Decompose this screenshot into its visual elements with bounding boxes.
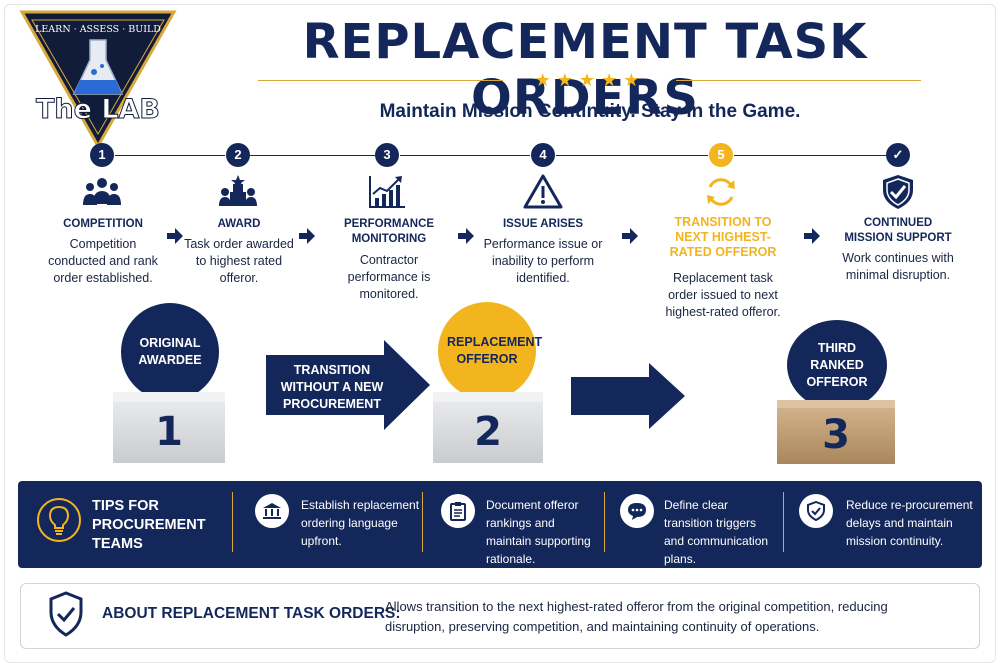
chat-icon [620,494,654,528]
step-description: Work continues with minimal disruption. [842,251,954,282]
badge-label: THIRD RANKED OFFEROR [806,340,868,389]
logo-tagline: LEARN · ASSESS · BUILD [35,24,161,35]
chart-icon [369,176,405,208]
tip-text: Reduce re-procurement delays and maintai… [846,498,973,548]
step-number: 4 [531,143,555,167]
step-number: 1 [90,143,114,167]
badge-label: ORIGINAL AWARDEE [138,336,202,367]
podium-rank: 3 [822,412,850,458]
page-frame [4,4,996,663]
step-title: PERFORMANCE MONITORING [343,218,435,245]
badge-label: REPLACEMENT OFFEROR [447,335,543,366]
warning-icon [523,174,563,209]
step-description: Performance issue or inability to perfor… [483,237,603,285]
about-panel [20,583,980,649]
building-icon [255,494,289,528]
shield-check-icon [883,175,913,209]
step-title: ISSUE ARISES [502,218,584,230]
timeline-connector [250,155,375,156]
about-title: ABOUT REPLACEMENT TASK ORDERS: [102,605,401,622]
step-number: 5 [709,143,733,167]
arrow-right-icon [299,228,315,244]
podium-rank: 2 [474,408,502,455]
step-description: Competition conducted and rank order est… [48,237,158,285]
shield-check-icon [49,591,83,637]
tip-text: Establish replacement ordering language … [301,498,420,548]
title-rule-right [676,80,921,81]
clipboard-icon [441,494,475,528]
original-awardee-badge: ORIGINAL AWARDEE [121,303,219,401]
tips-divider [232,492,233,552]
arrow-right-icon [622,228,638,244]
timeline-connector [400,155,530,156]
tips-title: TIPS FOR PROCUREMENT TEAMS [92,498,206,552]
podium-second: 2 [433,392,543,463]
third-ranked-badge: THIRD RANKED OFFEROR [787,320,887,410]
transition-label: TRANSITION WITHOUT A NEW PROCUREMENT [280,363,384,411]
title-rule-left [258,80,503,81]
next-arrow [571,363,685,429]
arrow-right-icon [458,228,474,244]
tip-text: Define clear transition triggers and com… [664,498,769,566]
transition-arrow [266,340,430,430]
step-check-icon: ✓ [886,143,910,167]
step-description: Contractor performance is monitored. [347,253,431,301]
podium-top [113,392,225,402]
replacement-offeror-badge: REPLACEMENT OFFEROR [438,302,543,400]
step-title: COMPETITION [63,218,143,230]
tip-text: Document offeror rankings and maintain s… [486,498,591,566]
shield-icon [799,494,833,528]
podium-first: 1 [113,392,225,463]
step-number: 3 [375,143,399,167]
step-title: TRANSITION TO NEXT HIGHEST-RATED OFFEROR [669,215,777,259]
award-icon [219,175,257,206]
timeline-connector [734,155,886,156]
step-title: CONTINUED MISSION SUPPORT [844,217,952,244]
podium-third: 3 [777,400,895,464]
logo-wordmark: The LAB [36,94,160,125]
timeline-connector [115,155,225,156]
arrow-right-icon [167,228,183,244]
tips-divider [604,492,605,552]
people-icon [83,178,121,205]
podium-top [777,400,895,408]
refresh-icon [707,178,735,206]
arrow-right-icon [804,228,820,244]
step-title: AWARD [217,218,261,230]
lab-logo: LEARN · ASSESS · BUILD The LAB [18,8,178,150]
podium-rank: 1 [155,408,183,455]
about-text: Allows transition to the next highest-ra… [385,599,888,634]
subtitle: Maintain Mission Continuity. Stay in the… [379,101,801,122]
lightbulb-icon [37,498,81,542]
timeline-connector [556,155,708,156]
podium-top [433,392,543,402]
tips-divider [422,492,423,552]
step-description: Replacement task order issued to next hi… [665,271,781,319]
rating-stars: ★★★★★ [534,70,646,90]
step-description: Task order awarded to highest rated offe… [184,237,294,285]
step-number: 2 [226,143,250,167]
page-title: REPLACEMENT TASK ORDERS [302,14,868,126]
tips-divider [783,492,784,552]
